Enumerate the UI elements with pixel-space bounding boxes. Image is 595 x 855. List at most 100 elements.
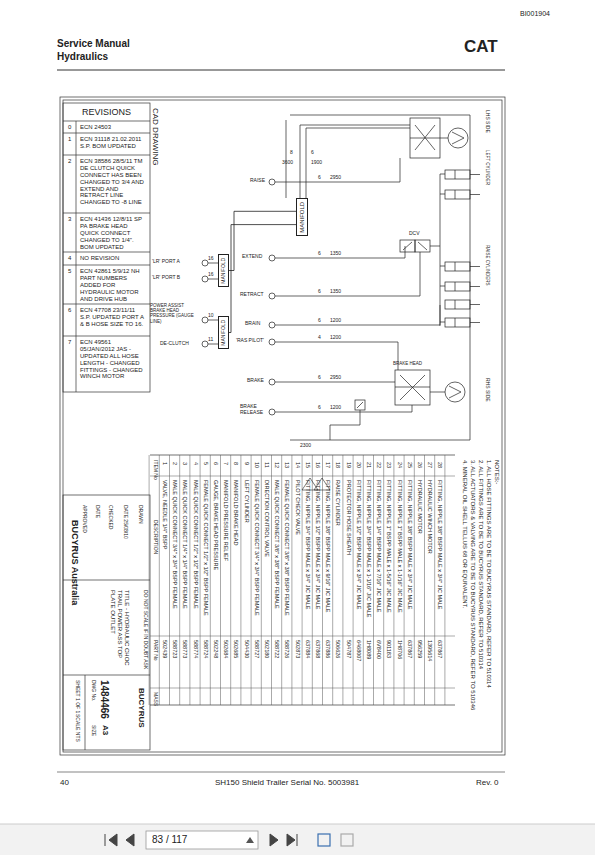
parts-list-cell: FITTING, NIPPLE 1/2" BSPP MALE x 3/4" JI…	[355, 480, 361, 609]
rotated-label: CAD DRAWING	[151, 108, 160, 165]
rotated-label: CHECKED	[107, 505, 113, 529]
rotated-label: PART No	[152, 640, 158, 661]
label: 10	[208, 313, 214, 319]
rotated-label: RHS SIDE	[484, 378, 490, 402]
parts-list-cell: 11	[264, 462, 270, 468]
parts-list-cell: HYDRAULIC WINCH MOTOR	[427, 480, 433, 554]
label: ECN 24503	[80, 124, 146, 131]
parts-list-cell: 1395614	[427, 640, 433, 661]
rotated-label: DO NOT SCALE IF IN DOUBT ASK	[142, 590, 148, 669]
label: 1200	[330, 405, 341, 411]
parts-list-cell: 588773	[182, 640, 188, 658]
parts-list-cell: GAUGE, BRAKE HEAD PRESSURE	[213, 480, 219, 570]
label: RAISE	[250, 178, 265, 184]
label: 6	[311, 150, 314, 156]
label: 1	[68, 136, 71, 143]
rotated-label: DWG No.	[90, 680, 96, 701]
parts-list-cell: 502439	[162, 640, 168, 658]
hydraulic-schematic	[202, 115, 480, 440]
rotated-label: APPROVED	[81, 505, 87, 533]
label: 16	[208, 272, 214, 278]
parts-list-cell: 27	[427, 462, 433, 468]
drawing-frame	[57, 70, 505, 772]
parts-list-cell: LEFT CYLINDER	[243, 480, 249, 523]
parts-list-cell: 21	[366, 462, 372, 468]
label: ECN 42861 5/9/12 NH PART NUMBERS ADDED F…	[80, 268, 146, 302]
label: 2300	[300, 443, 311, 449]
label: 2	[68, 158, 71, 165]
parts-list-cell: 18	[335, 462, 341, 468]
rotated-label: DATE	[94, 505, 100, 518]
parts-list-cell: FITTING, NIPPLE 3/8" BSPP MALE x 9/16" J…	[325, 480, 331, 613]
parts-list-cell: 588774	[192, 640, 198, 658]
parts-list-cell: MALE QUICK CONNECT 1/4" x 1/4" BSPP FEMA…	[182, 480, 188, 609]
hose-line	[229, 211, 296, 270]
label: 2950	[330, 375, 341, 381]
label: SH150 Shield Trailer Serial No. 5003981	[215, 778, 359, 787]
parts-list-cell: 6468007	[355, 640, 361, 661]
rotated-label: BUCYRUS	[137, 688, 146, 728]
parts-list-cell: 6	[213, 462, 219, 465]
parts-list-cell: 12	[274, 462, 280, 468]
rotated-label: SCALE NTS	[74, 714, 80, 742]
parts-list-cell: FITTING, NIPPLE 3/4" BSPP MALE x 1-1/16"…	[366, 480, 372, 617]
parts-list-cell: 1H8089	[366, 640, 372, 659]
parts-list-cell: 4	[192, 462, 198, 465]
parts-list-cell: 6V8400	[376, 640, 382, 659]
parts-list-cell: 588723	[172, 640, 178, 658]
parts-list-cell: 502685	[233, 640, 239, 658]
label: 83 / 117	[152, 834, 187, 846]
parts-list-cell: 502248	[213, 640, 219, 658]
label: ECN 47708 23/11/11 S.P. UPDATED PORT A &…	[80, 307, 146, 328]
label: 2950	[330, 175, 341, 181]
label: 'RAS PILOT'	[236, 338, 264, 344]
label: 6	[318, 405, 321, 411]
parts-list-cell: 1	[162, 462, 168, 465]
manifold-block: MANIFOLD	[296, 198, 308, 236]
parts-list-cell: 637867	[406, 640, 412, 658]
label: Rev. 0	[476, 778, 499, 787]
parts-list-cell: 2	[172, 462, 178, 465]
label: POWER ASSIST BRAKE HEAD PRESSURE (GAUGE …	[150, 303, 194, 324]
rotated-label: LEFT CYLINDER	[485, 150, 490, 185]
parts-list-cell: FITTING, NIPPLE 3/8" BSPP MALE x 3/4" JI…	[437, 480, 443, 609]
parts-list-cell: 637867	[437, 640, 443, 658]
label: 6	[318, 375, 321, 381]
label: BRAKE	[247, 378, 264, 384]
parts-list-cell: 22	[376, 462, 382, 468]
label: ECN 31118 21.02.2011 S.P. BOM UPDATED	[80, 136, 146, 150]
label: 16	[208, 256, 214, 262]
parts-list-cell: FEMALE QUICK CONNECT 3/4" x 3/4" BSPP FE…	[253, 480, 259, 616]
label: 6	[318, 175, 321, 181]
rotated-label: ITEM No	[152, 460, 158, 480]
parts-list-cell: 502684	[223, 640, 229, 658]
label: 1200	[330, 335, 341, 341]
rotated-label: TITLE - HYDRAULIC CHOC TRAIL POWER ASS T…	[109, 590, 130, 674]
parts-list-cell: FITTING, NIPPLE 1" BSPP MALE x 1-1/16" J…	[396, 480, 402, 613]
label: 3600	[282, 160, 293, 166]
label: 6	[318, 318, 321, 324]
label: 'LR' PORT A	[152, 259, 180, 265]
label: 7	[68, 339, 71, 346]
label: 4	[318, 335, 321, 341]
label: 1350	[330, 251, 341, 257]
parts-list-cell: 7	[223, 462, 229, 465]
label: 5	[68, 268, 71, 275]
label: DE-CLUTCH	[160, 341, 189, 347]
parts-list-cell: 28	[437, 462, 443, 468]
parts-list-cell: 502180	[264, 640, 270, 658]
parts-list-cell: FITTING, NIPPLE 1" BSPP MALE x 1-5/16" J…	[386, 480, 392, 613]
parts-list-cell: 901183	[386, 640, 392, 658]
parts-list-cell: 8	[233, 462, 239, 465]
label: 40	[60, 778, 69, 787]
parts-list-cell: 26	[417, 462, 423, 468]
parts-list-cell: 16	[315, 462, 321, 468]
label: 3	[68, 216, 71, 223]
parts-list-cell: 13	[284, 462, 290, 468]
hose-line	[229, 225, 296, 333]
parts-list-cell: 3	[182, 462, 188, 465]
label: NO REVISION	[80, 255, 146, 262]
label: BRAKE HEAD	[393, 361, 422, 366]
manifold-block: MANIFOLD	[218, 316, 229, 349]
parts-list-cell: MANIFOLD PRESSURE RELIEF	[223, 480, 229, 561]
